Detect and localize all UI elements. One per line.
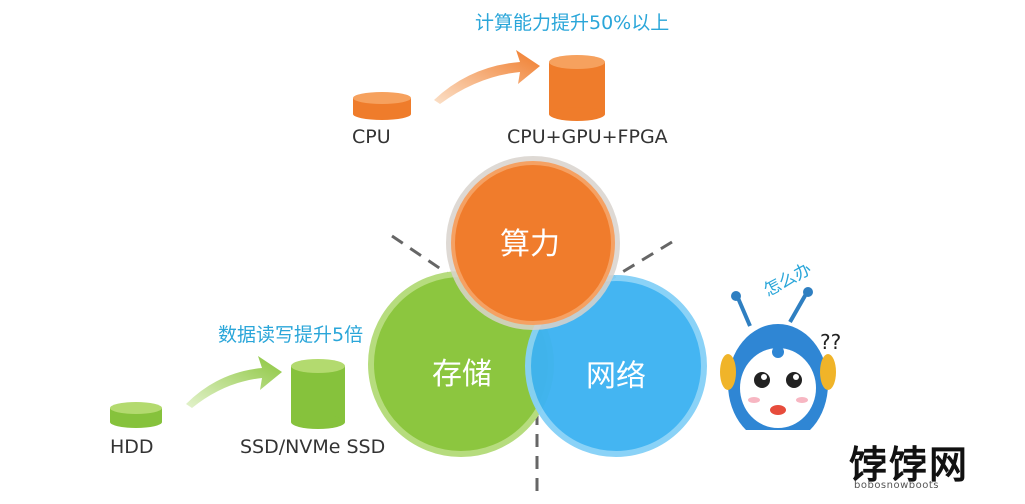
ssd-label: SSD/NVMe SSD	[240, 436, 386, 458]
cpu-label: CPU	[352, 126, 391, 148]
compute-circle	[451, 161, 615, 325]
cpu-gpu-fpga-label: CPU+GPU+FPGA	[507, 126, 668, 148]
compute-upgrade-arrow-icon	[434, 50, 540, 104]
network-circle	[525, 275, 707, 457]
storage-upgrade-arrow-icon	[186, 356, 282, 408]
compute-circle-label: 算力	[500, 227, 560, 262]
mascot-question-marks: ??	[820, 330, 842, 354]
brand-name: 饽饽网	[849, 443, 970, 487]
compute-upgrade-note: 计算能力提升50%以上	[475, 12, 670, 34]
cpu-gpu-fpga-cylinder-icon	[549, 55, 605, 121]
storage-upgrade-note: 数据读写提升5倍	[218, 324, 364, 346]
hdd-cylinder-icon	[110, 402, 162, 428]
cpu-cylinder-icon	[353, 92, 411, 120]
brand-watermark: 饽饽网 bobosnowboots	[743, 430, 1025, 500]
brand-subtitle: bobosnowboots	[854, 480, 939, 491]
robot-mascot-icon	[720, 287, 836, 444]
ssd-cylinder-icon	[291, 359, 345, 429]
hdd-label: HDD	[110, 436, 154, 458]
network-circle-label: 网络	[586, 359, 646, 394]
storage-circle-label: 存储	[432, 357, 492, 392]
